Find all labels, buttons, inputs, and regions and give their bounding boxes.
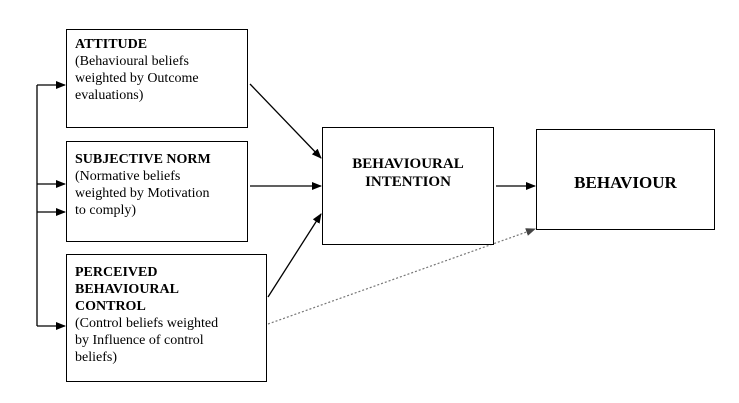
attitude-desc-line-3: evaluations) [75,88,144,103]
attitude-box: ATTITUDE (Behavioural beliefs weighted b… [66,29,248,128]
subjective-norm-title: SUBJECTIVE NORM [75,152,211,167]
pbc-title-line-2: BEHAVIOURAL [75,282,179,297]
perceived-behavioural-control-box: PERCEIVED BEHAVIOURAL CONTROL (Control b… [66,254,267,382]
attitude-title: ATTITUDE [75,37,148,52]
pbc-title-line-3: CONTROL [75,299,146,314]
behaviour-box: BEHAVIOUR [536,129,715,230]
pbc-desc-line-1: (Control beliefs weighted [75,316,219,331]
arrow-pbc-to-intention [267,213,322,298]
behavioural-intention-line-1: BEHAVIOURAL [352,156,464,172]
behaviour-label: BEHAVIOUR [574,173,677,192]
pbc-desc-line-2: by Influence of control [75,333,204,348]
attitude-desc-line-1: (Behavioural beliefs [75,54,189,69]
subjective-norm-box: SUBJECTIVE NORM (Normative beliefs weigh… [66,141,248,242]
arrow-attitude-to-intention [249,83,322,159]
attitude-desc-line-2: weighted by Outcome [75,71,199,86]
pbc-desc-line-3: beliefs) [75,350,117,365]
behavioural-intention-label: BEHAVIOURAL INTENTION [323,155,493,191]
subjective-norm-desc-line-2: weighted by Motivation [75,186,210,201]
subjective-norm-desc-line-1: (Normative beliefs [75,169,181,184]
pbc-title-line-1: PERCEIVED [75,265,158,280]
behavioural-intention-line-2: INTENTION [365,174,451,190]
subjective-norm-desc-line-3: to comply) [75,203,137,218]
behavioural-intention-box: BEHAVIOURAL INTENTION [322,127,494,245]
